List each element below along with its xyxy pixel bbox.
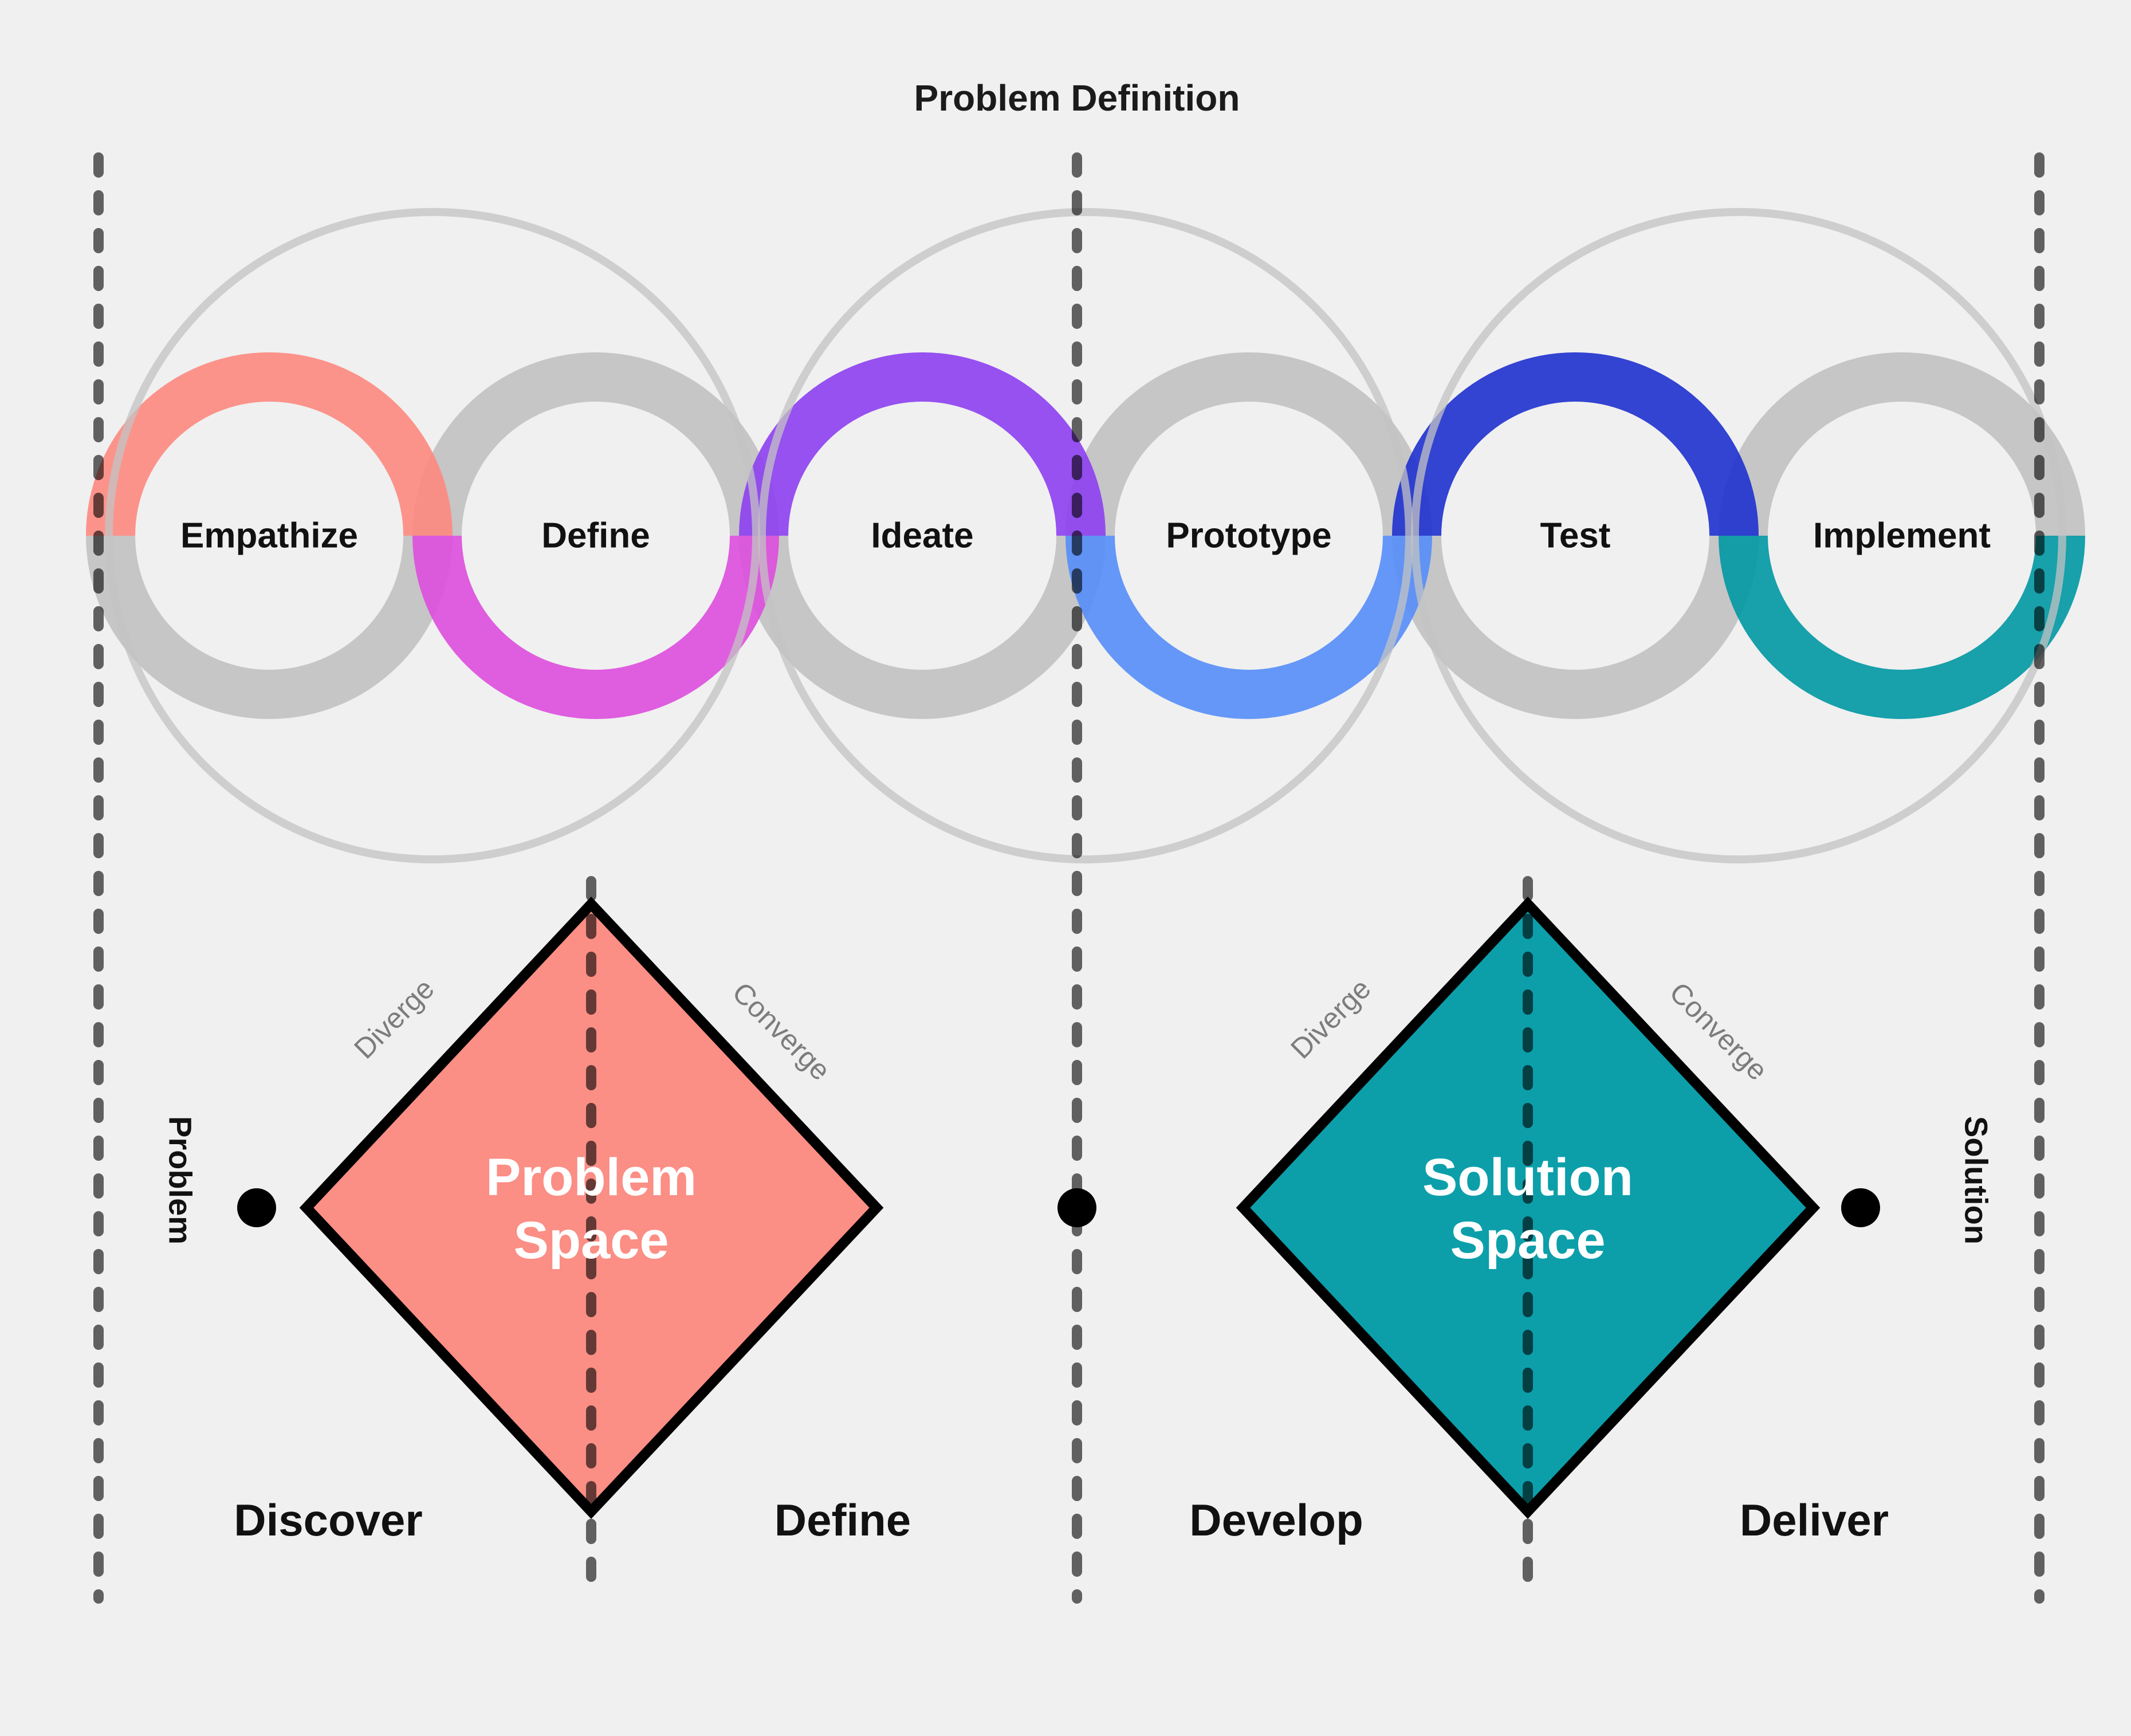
solution-space-diamond xyxy=(1236,896,1821,1519)
define-arc xyxy=(412,536,779,719)
phase-label-deliver: Deliver xyxy=(1740,1495,1889,1545)
step-label-empathize: Empathize xyxy=(180,516,358,556)
empathize-arc xyxy=(86,352,453,536)
start-milestone-dot xyxy=(237,1188,276,1227)
gray-base-rings xyxy=(86,352,2085,719)
phase-label-develop: Develop xyxy=(1189,1495,1363,1545)
outline-circle-problem-pair-1 xyxy=(105,208,760,863)
prototype-gray-half xyxy=(1066,352,1432,536)
phase-label-define: Define xyxy=(774,1495,911,1545)
test-arc xyxy=(1392,352,1759,536)
ring-step-labels: Empathize Define Ideate Prototype Test I… xyxy=(180,516,1991,556)
pair-outline-circles xyxy=(105,208,2066,863)
phase-labels: Discover Define Develop Deliver xyxy=(234,1495,1889,1545)
solution-space-label-line2: Space xyxy=(1450,1211,1605,1270)
side-labels: Problem Solution xyxy=(163,1116,1995,1244)
page-title: Problem Definition xyxy=(914,77,1240,119)
outline-circle-middle-pair xyxy=(758,208,1413,863)
ideate-arc xyxy=(739,352,1106,536)
double-diamond xyxy=(299,896,1821,1519)
prototype-arc xyxy=(1066,536,1432,719)
end-milestone-dot xyxy=(1841,1188,1880,1227)
phase-label-discover: Discover xyxy=(234,1495,423,1545)
outline-circle-solution-pair xyxy=(1411,208,2066,863)
problem-space-label-line2: Space xyxy=(513,1211,669,1270)
implement-gray-half xyxy=(1719,352,2085,536)
milestone-dots xyxy=(237,1188,1880,1227)
problem-space-label-line1: Problem xyxy=(486,1148,697,1207)
solution-side-label: Solution xyxy=(1959,1116,1995,1244)
step-label-prototype: Prototype xyxy=(1166,516,1331,556)
solution-space-label-line1: Solution xyxy=(1422,1148,1633,1207)
middle-milestone-dot xyxy=(1057,1188,1096,1227)
problem-space-diamond xyxy=(299,896,884,1519)
ideate-gray-half xyxy=(739,536,1106,719)
step-label-implement: Implement xyxy=(1813,516,1991,556)
test-gray-half xyxy=(1392,536,1759,719)
define-gray-half xyxy=(412,352,779,536)
step-label-ideate: Ideate xyxy=(871,516,973,556)
dashed-guides xyxy=(93,152,2044,1604)
colored-wave-arcs xyxy=(86,352,2085,719)
implement-arc xyxy=(1719,536,2085,719)
empathize-gray-half xyxy=(86,536,453,719)
step-label-test: Test xyxy=(1540,516,1611,556)
step-label-define: Define xyxy=(541,516,650,556)
problem-side-label: Problem xyxy=(163,1116,199,1244)
diamond-labels: Problem Space Solution Space xyxy=(486,1148,1633,1270)
